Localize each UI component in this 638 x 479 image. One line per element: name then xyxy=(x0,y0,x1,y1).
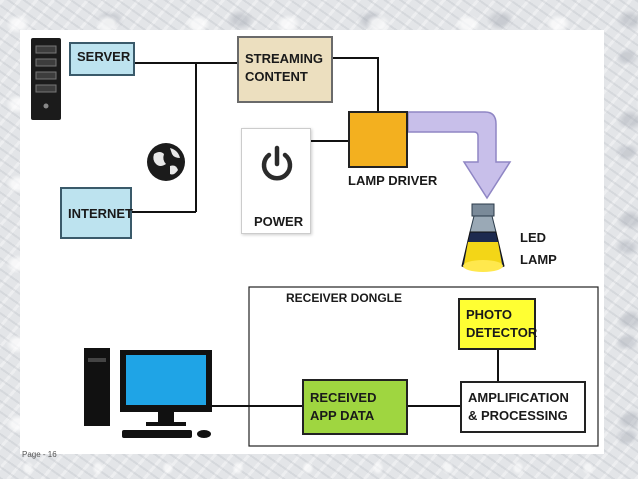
received-app-data-box: RECEIVED APP DATA xyxy=(302,379,408,435)
photo-detector-label: PHOTO DETECTOR xyxy=(466,307,538,340)
received-app-data-label: RECEIVED APP DATA xyxy=(310,390,377,423)
internet-label: INTERNET xyxy=(68,206,133,221)
desktop-computer-icon xyxy=(84,348,212,438)
amplification-box: AMPLIFICATION & PROCESSING xyxy=(460,381,586,433)
led-lamp-icon xyxy=(461,203,505,272)
power-box: POWER xyxy=(241,128,311,234)
led-lamp-label: LED LAMP xyxy=(520,230,557,267)
streaming-content-label: STREAMING CONTENT xyxy=(245,51,323,84)
lamp-driver-box xyxy=(348,111,408,168)
streaming-content-box: STREAMING CONTENT xyxy=(237,36,333,103)
power-label: POWER xyxy=(254,214,304,229)
server-tower-icon xyxy=(31,38,61,120)
page-number-footer: Page - 16 xyxy=(22,450,57,459)
receiver-dongle-border xyxy=(248,286,599,447)
receiver-dongle-label: RECEIVER DONGLE xyxy=(286,291,403,305)
lamp-driver-label: LAMP DRIVER xyxy=(348,173,438,188)
server-box: SERVER xyxy=(69,42,135,76)
amplification-label: AMPLIFICATION & PROCESSING xyxy=(468,390,569,423)
internet-box: INTERNET xyxy=(60,187,133,239)
globe-icon xyxy=(147,143,185,181)
photo-detector-box: PHOTO DETECTOR xyxy=(458,298,538,350)
power-icon xyxy=(261,145,293,181)
light-beam-arrow xyxy=(407,111,512,200)
server-label: SERVER xyxy=(77,49,131,64)
